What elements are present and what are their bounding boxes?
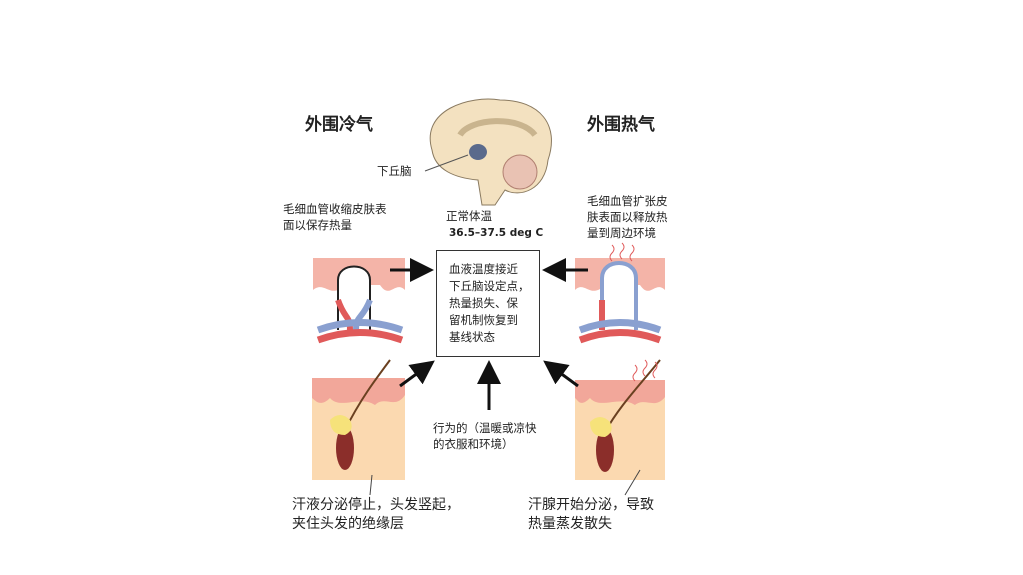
- right-caption-line: 热量蒸发散失: [528, 516, 612, 532]
- center-box-line: 基线状态: [449, 330, 495, 344]
- behavior-line: 的衣服和环境）: [433, 437, 514, 451]
- right-title: 外围热气: [587, 115, 655, 135]
- right-caption-line: 汗腺开始分泌，导致: [528, 497, 654, 513]
- center-box-line: 留机制恢复到: [449, 313, 518, 327]
- center-box-line: 血液温度接近: [449, 262, 518, 276]
- left-capillary-illustration: [313, 258, 405, 344]
- normal-temp-range: 36.5–37.5 deg C: [449, 227, 544, 239]
- right-capillary-illustration: [575, 242, 665, 344]
- right-skin-illustration: [575, 359, 665, 480]
- right-capillary-line: 量到周边环境: [587, 226, 656, 240]
- left-caption-pointer: [369, 474, 373, 496]
- arrows: [390, 258, 588, 410]
- left-caption: 汗液分泌停止，头发竖起， 夹住头发的绝缘层: [292, 496, 460, 534]
- right-caption-pointer: [624, 469, 641, 496]
- right-capillary-text: 毛细血管扩张皮肤表面以释放热量到周边环境: [587, 193, 668, 241]
- left-caption-line: 汗液分泌停止，头发竖起，: [292, 497, 460, 513]
- left-capillary-text: 毛细血管收缩皮肤表面以保存热量: [283, 201, 387, 233]
- hypothalamus-label: 下丘脑: [377, 164, 412, 178]
- left-title: 外围冷气: [305, 115, 373, 135]
- behavior-text: 行为的（温暖或凉快的衣服和环境）: [433, 420, 537, 452]
- right-capillary-line: 肤表面以释放热: [587, 210, 668, 224]
- arrow-right-skin-to-box: [543, 360, 579, 388]
- left-skin-illustration: [312, 359, 405, 480]
- left-capillary-line: 面以保存热量: [283, 218, 352, 232]
- brain-illustration: [424, 98, 552, 206]
- arrow-left-skin-to-box: [399, 360, 435, 388]
- center-box: 血液温度接近下丘脑设定点， 热量损失、保留机制恢复到基线状态: [436, 250, 540, 357]
- left-capillary-line: 毛细血管收缩皮肤表: [283, 202, 387, 216]
- right-caption: 汗腺开始分泌，导致热量蒸发散失: [528, 496, 654, 534]
- behavior-line: 行为的（温暖或凉快: [433, 421, 537, 435]
- normal-temp-label: 正常体温: [446, 209, 492, 223]
- left-caption-line: 夹住头发的绝缘层: [292, 516, 404, 532]
- center-box-line: 热量损失、保: [449, 296, 518, 310]
- center-box-line: 下丘脑设定点，: [449, 279, 530, 293]
- right-capillary-line: 毛细血管扩张皮: [587, 194, 668, 208]
